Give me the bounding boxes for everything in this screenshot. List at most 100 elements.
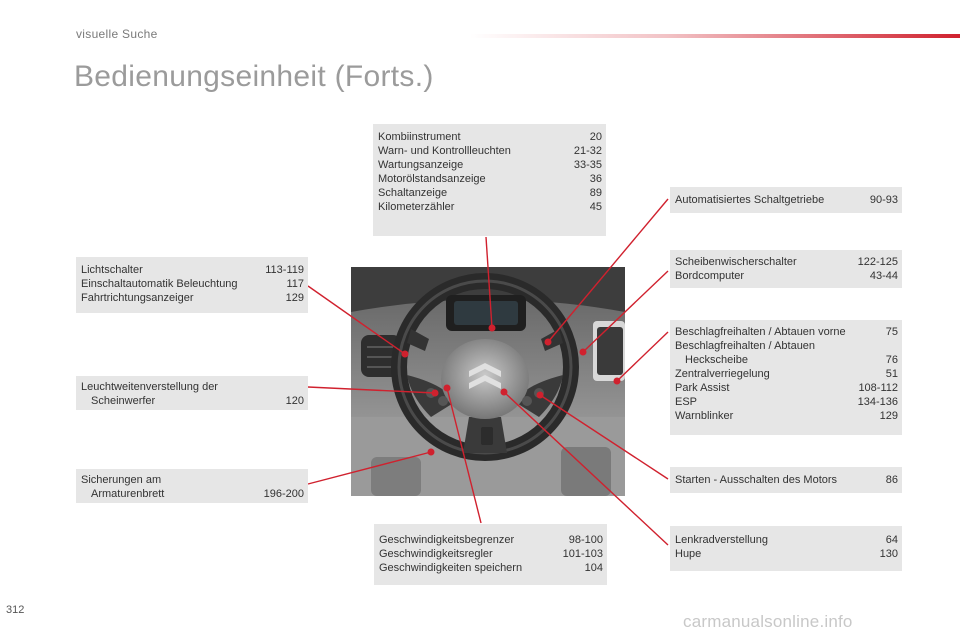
row-page: 101-103	[562, 548, 603, 560]
callout-row: Kombiinstrument 20	[378, 130, 602, 144]
row-label: Park Assist	[675, 382, 730, 394]
row-page: 129	[285, 292, 304, 304]
row-label: Geschwindigkeiten speichern	[379, 562, 523, 574]
row-page: 64	[885, 534, 898, 546]
row-label: Automatisiertes Schaltgetriebe	[675, 194, 825, 206]
callout-row: Motorölstandsanzeige 36	[378, 172, 602, 186]
callout-row: Hupe 130	[675, 547, 898, 561]
row-page: 76	[885, 354, 898, 366]
row-page: 45	[589, 201, 602, 213]
callout-row: Bordcomputer 43-44	[675, 269, 898, 283]
row-page: 129	[879, 410, 898, 422]
row-label: Geschwindigkeitsbegrenzer	[379, 534, 515, 546]
row-label: Warn- und Kontrollleuchten	[378, 145, 511, 157]
callout-row: Beschlagfreihalten / Abtauen	[675, 339, 898, 353]
row-label: ESP	[675, 396, 698, 408]
row-label: Warnblinker	[675, 410, 734, 422]
callout-row: Fahrtrichtungsanzeiger 129	[81, 291, 304, 305]
row-label: Wartungsanzeige	[378, 159, 464, 171]
row-label: Schaltanzeige	[378, 187, 448, 199]
row-label: Scheibenwischerschalter	[675, 256, 797, 268]
callout-row: Lenkradverstellung 64	[675, 533, 898, 547]
callout-row: Park Assist 108-112	[675, 381, 898, 395]
row-page: 108-112	[858, 382, 898, 394]
callout-row: Warn- und Kontrollleuchten 21-32	[378, 144, 602, 158]
row-page: 196-200	[263, 488, 304, 500]
row-label: Kilometerzähler	[378, 201, 455, 213]
row-page: 90-93	[869, 194, 898, 206]
callout-row: Einschaltautomatik Beleuchtung 117	[81, 277, 304, 291]
callout-sicherungen: Sicherungen am Armaturenbrett 196-200	[76, 469, 308, 503]
page-number: 312	[6, 604, 25, 616]
callout-row: Heckscheibe 76	[675, 353, 898, 367]
callout-starten: Starten - Ausschalten des Motors 86	[670, 467, 902, 493]
callout-row: Schaltanzeige 89	[378, 186, 602, 200]
row-label: Zentralverriegelung	[675, 368, 770, 380]
callout-row: Geschwindigkeitsregler 101-103	[379, 547, 603, 561]
callout-row: Kilometerzähler 45	[378, 200, 602, 214]
row-label: Motorölstandsanzeige	[378, 173, 486, 185]
row-page: 21-32	[573, 145, 602, 157]
row-page: 86	[885, 474, 898, 486]
row-label: Fahrtrichtungsanzeiger	[81, 292, 194, 304]
row-page: 122-125	[857, 256, 898, 268]
row-label: Beschlagfreihalten / Abtauen	[675, 340, 816, 352]
row-page: 134-136	[857, 396, 898, 408]
row-label: Leuchtweitenverstellung der	[81, 381, 218, 393]
callout-schaltgetriebe: Automatisiertes Schaltgetriebe 90-93	[670, 187, 902, 213]
header-rule	[470, 34, 960, 38]
callout-row: Scheibenwischerschalter 122-125	[675, 255, 898, 269]
row-label: Lenkradverstellung	[675, 534, 768, 546]
row-label: Kombiinstrument	[378, 131, 461, 143]
row-label: Scheinwerfer	[91, 395, 156, 407]
callout-row: Lichtschalter 113-119	[81, 263, 304, 277]
row-page: 120	[285, 395, 304, 407]
row-page: 20	[589, 131, 602, 143]
row-page: 89	[589, 187, 602, 199]
callout-row: Beschlagfreihalten / Abtauen vorne 75	[675, 325, 898, 339]
row-label: Bordcomputer	[675, 270, 745, 282]
row-label: Sicherungen am	[81, 474, 162, 486]
row-label: Heckscheibe	[685, 354, 748, 366]
row-page: 36	[589, 173, 602, 185]
row-page: 130	[879, 548, 898, 560]
callout-row: Sicherungen am	[81, 473, 304, 487]
row-page: 104	[584, 562, 603, 574]
callout-row: Leuchtweitenverstellung der	[81, 380, 304, 394]
row-label: Einschaltautomatik Beleuchtung	[81, 278, 238, 290]
row-page: 51	[885, 368, 898, 380]
section-label: visuelle Suche	[76, 27, 158, 41]
callout-row: Automatisiertes Schaltgetriebe 90-93	[675, 193, 898, 207]
row-page: 33-35	[573, 159, 602, 171]
callout-row: Geschwindigkeitsbegrenzer 98-100	[379, 533, 603, 547]
row-label: Armaturenbrett	[91, 488, 165, 500]
row-page: 75	[885, 326, 898, 338]
callout-row: Wartungsanzeige 33-35	[378, 158, 602, 172]
row-label: Hupe	[675, 548, 702, 560]
row-page: 98-100	[568, 534, 603, 546]
row-page: 113-119	[265, 264, 304, 276]
watermark: carmanualsonline.info	[683, 612, 853, 631]
callout-row: Geschwindigkeiten speichern 104	[379, 561, 603, 575]
dashboard-photo	[351, 267, 625, 496]
row-label: Starten - Ausschalten des Motors	[675, 474, 838, 486]
row-page: 43-44	[869, 270, 898, 282]
row-label: Geschwindigkeitsregler	[379, 548, 493, 560]
callout-row: ESP 134-136	[675, 395, 898, 409]
callout-row: Armaturenbrett 196-200	[81, 487, 304, 501]
row-page: 117	[286, 278, 304, 290]
callout-row: Zentralverriegelung 51	[675, 367, 898, 381]
callout-row: Scheinwerfer 120	[81, 394, 304, 408]
row-label: Beschlagfreihalten / Abtauen vorne	[675, 326, 846, 338]
page-title: Bedienungseinheit (Forts.)	[74, 60, 434, 93]
callout-row: Warnblinker 129	[675, 409, 898, 423]
row-label: Lichtschalter	[81, 264, 143, 276]
callout-row: Starten - Ausschalten des Motors 86	[675, 473, 898, 487]
